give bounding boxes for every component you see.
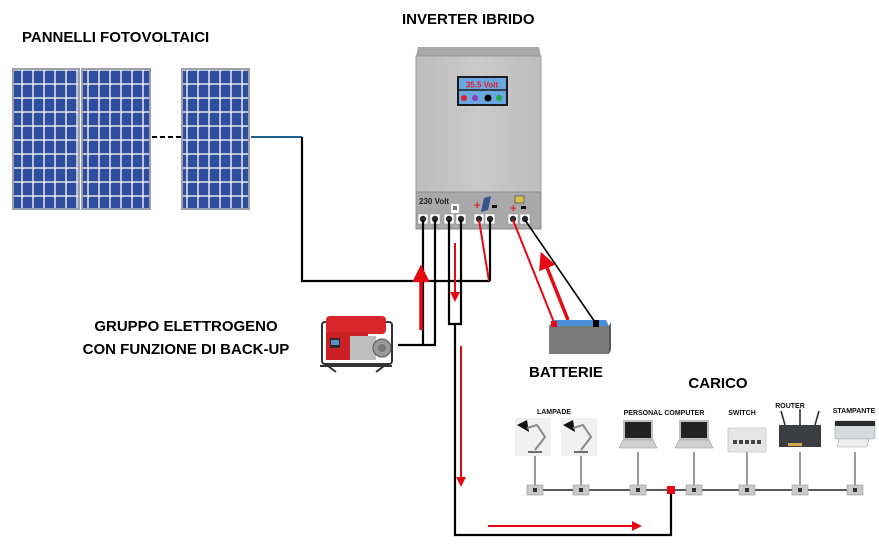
wall-socket xyxy=(526,484,544,496)
ac-voltage-label: 230 Volt xyxy=(419,197,449,206)
load-group-label: ROUTER xyxy=(775,403,805,410)
solar-panel xyxy=(181,68,250,210)
terminal-screw xyxy=(519,213,531,225)
battery xyxy=(549,320,611,354)
printer-device xyxy=(834,420,876,486)
ac-out-wire-to-load xyxy=(453,324,673,537)
panels-title: PANNELLI FOTOVOLTAICI xyxy=(22,29,209,46)
wall-socket xyxy=(685,484,703,496)
status-led-red xyxy=(461,95,467,101)
load-group-label: LAMPADE xyxy=(537,409,571,416)
svg-text:+: + xyxy=(474,200,480,212)
batteries-title: BATTERIE xyxy=(529,364,603,381)
inverter-display: 35.5 Volt xyxy=(457,76,508,106)
terminal-screw xyxy=(455,213,467,225)
generator-title-line1: GRUPPO ELETTROGENO xyxy=(94,318,278,335)
display-voltage: 35.5 Volt xyxy=(466,81,499,90)
load-devices: LAMPADE PERSONAL COMPUTER SWITCH ROUTER STAM… xyxy=(515,403,876,496)
lamp-device xyxy=(561,418,597,486)
terminal-screw xyxy=(443,213,455,225)
battery-polarity-icon: + xyxy=(510,195,526,215)
terminal-screw xyxy=(507,213,519,225)
generator-title-line2: CON FUNZIONE DI BACK-UP xyxy=(83,341,290,358)
wall-socket xyxy=(572,484,590,496)
status-led-purple xyxy=(472,95,478,101)
solar-panel-array xyxy=(12,68,250,210)
generator xyxy=(320,316,393,373)
battery-negative-wire xyxy=(524,219,598,326)
solar-polarity-icon: + xyxy=(474,196,497,212)
load-group-label: PERSONAL COMPUTER xyxy=(624,410,705,417)
laptop-device xyxy=(618,420,658,486)
load-junction xyxy=(667,486,675,494)
battery-charge-arrow xyxy=(539,251,570,321)
status-led-green xyxy=(496,95,502,101)
load-title: CARICO xyxy=(688,375,747,392)
load-group-label: SWITCH xyxy=(728,410,756,417)
lamp-device xyxy=(515,418,551,486)
svg-text:+: + xyxy=(510,203,516,215)
status-led-black xyxy=(484,94,492,102)
wall-socket xyxy=(846,484,864,496)
router-device xyxy=(779,409,821,486)
load-group-label: STAMPANTE xyxy=(833,408,876,415)
solar-panel xyxy=(12,68,80,210)
plug-icon xyxy=(451,204,459,213)
battery-positive-terminal xyxy=(551,321,557,327)
wall-socket xyxy=(738,484,756,496)
wall-socket xyxy=(791,484,809,496)
pv-positive-wire xyxy=(478,219,490,282)
terminal-block xyxy=(417,213,531,225)
inverter-title: INVERTER IBRIDO xyxy=(402,11,535,28)
solar-panel xyxy=(81,68,151,210)
battery-negative-terminal xyxy=(593,320,599,327)
network-switch-device xyxy=(727,427,767,486)
wall-socket xyxy=(629,484,647,496)
ac-in-wire-2 xyxy=(398,220,437,347)
battery-positive-wire xyxy=(512,219,556,326)
hybrid-inverter: 35.5 Volt 230 Volt + + xyxy=(415,47,542,230)
laptop-device xyxy=(674,420,714,486)
